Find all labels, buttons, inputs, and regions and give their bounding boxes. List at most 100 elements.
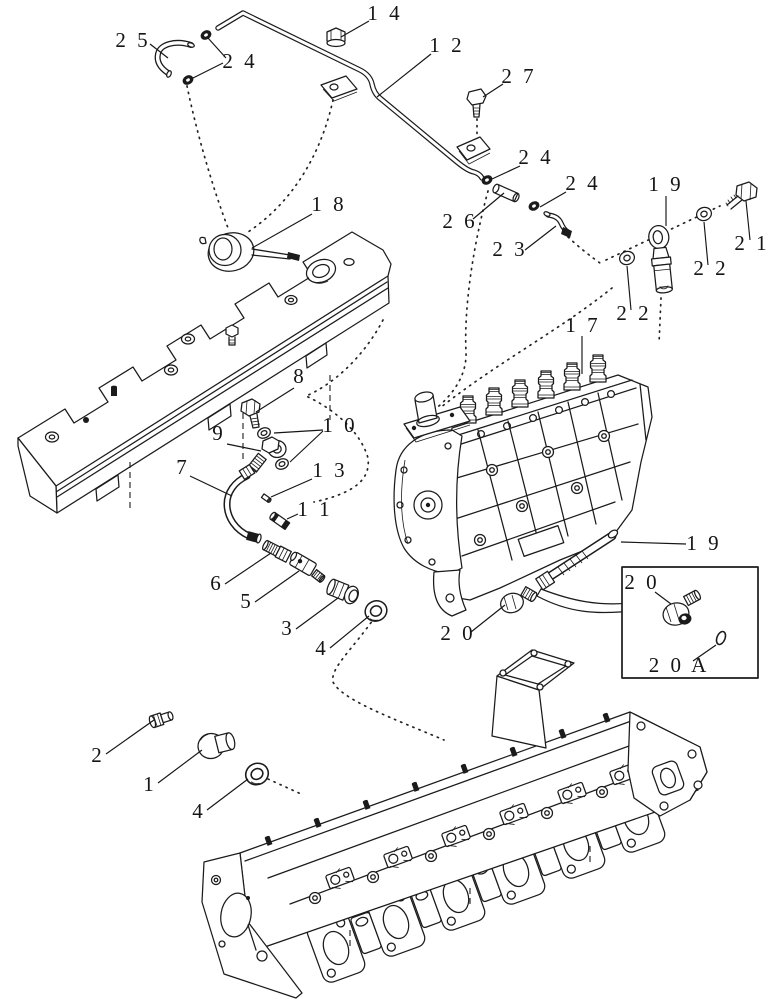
- fuel-hose-7: [223, 463, 262, 544]
- sleeve-26: [492, 183, 520, 203]
- part-label-22l: 2 2: [616, 265, 651, 325]
- part-number-12: 1 2: [429, 33, 464, 57]
- sealing-washer-22-right: [695, 206, 713, 222]
- pump-drive-shaft: [403, 391, 471, 443]
- part-number-14: 1 4: [367, 1, 402, 25]
- plug-fitting-3: [326, 578, 359, 605]
- banjo-bolt-21: [725, 181, 758, 210]
- part-number-24c: 2 4: [518, 145, 553, 169]
- part-label-25: 2 5: [115, 28, 169, 59]
- part-label-24d: 2 4: [539, 171, 600, 208]
- hex-plug-2: [148, 711, 174, 729]
- actuator-18: [199, 232, 300, 272]
- part-number-21: 2 1: [734, 231, 768, 255]
- grommet-24-a: [199, 28, 213, 42]
- part-label-20: 2 0: [440, 604, 506, 645]
- part-label-22r: 2 2: [693, 221, 728, 280]
- o-ring-4-mid: [364, 600, 388, 622]
- part-number-24a: 2 4: [222, 49, 257, 73]
- part-label-10: 1 0: [273, 413, 357, 463]
- bracket-rear: [456, 136, 491, 165]
- part-label-1: 1: [143, 749, 203, 796]
- cup-plug-1: [197, 732, 236, 760]
- threaded-nipple-6: [262, 539, 292, 563]
- valve-cover: [17, 231, 392, 514]
- part-label-19b: 1 9: [620, 531, 721, 555]
- part-label-7: 7: [176, 455, 233, 497]
- inset-o-ring-20a: [715, 630, 727, 646]
- part-number-22l: 2 2: [616, 301, 651, 325]
- part-label-3: 3: [281, 597, 339, 640]
- part-label-20i: 2 0: [624, 570, 672, 605]
- part-label-11: 1 1: [286, 497, 330, 521]
- inset-box: [621, 566, 759, 679]
- elbow-fitting-23: [543, 211, 572, 238]
- part-label-4b: 4: [192, 778, 249, 823]
- part-number-22r: 2 2: [693, 256, 728, 280]
- flange-nut-14: [326, 27, 346, 48]
- banjo-bolt-8: [240, 398, 261, 429]
- part-number-20a: 2 0 A: [649, 653, 710, 677]
- part-label-23: 2 3: [492, 225, 557, 261]
- part-number-25: 2 5: [115, 28, 150, 52]
- part-label-8: 8: [255, 364, 307, 413]
- part-number-24d: 2 4: [565, 171, 600, 195]
- part-label-27: 2 7: [482, 64, 536, 98]
- part-number-6: 6: [210, 571, 224, 595]
- part-number-23: 2 3: [492, 237, 527, 261]
- pump-gear-housing: [393, 429, 467, 617]
- part-label-9: 9: [212, 421, 262, 452]
- breather-pipe-12: [215, 10, 485, 181]
- part-label-6: 6: [210, 552, 272, 595]
- mounting-bolt-27: [466, 88, 487, 118]
- part-label-21: 2 1: [734, 200, 768, 255]
- part-number-19b: 1 9: [686, 531, 721, 555]
- inset-fitting-20: [662, 589, 702, 626]
- part-label-26: 2 6: [442, 192, 505, 233]
- elbow-fitting-20: [500, 586, 538, 614]
- part-label-13: 1 3: [270, 458, 347, 498]
- part-label-5: 5: [240, 570, 300, 613]
- part-number-4b: 4: [192, 799, 206, 823]
- banjo-bolt-9: [247, 436, 287, 473]
- part-label-20a: 2 0 A: [649, 644, 717, 677]
- part-number-26: 2 6: [442, 209, 477, 233]
- connector-11: [269, 511, 291, 531]
- part-number-1: 1: [143, 772, 157, 796]
- part-number-9: 9: [212, 421, 226, 445]
- part-label-24a: 2 4: [190, 37, 257, 80]
- part-number-20i: 2 0: [624, 570, 659, 594]
- part-number-10: 1 0: [322, 413, 357, 437]
- grommet-24-b: [181, 73, 195, 87]
- part-label-24c: 2 4: [491, 145, 553, 180]
- injection-pump-17: [393, 354, 653, 617]
- part-number-3: 3: [281, 616, 295, 640]
- part-number-13: 1 3: [312, 458, 347, 482]
- part-number-5: 5: [240, 589, 254, 613]
- part-label-14: 1 4: [340, 1, 402, 38]
- part-label-12: 1 2: [376, 33, 464, 98]
- bracket-front: [320, 75, 358, 102]
- vent-hose-25: [154, 39, 195, 78]
- part-number-17: 1 7: [565, 313, 600, 337]
- part-number-27: 2 7: [501, 64, 536, 88]
- part-label-19: 1 9: [648, 172, 683, 226]
- o-ring-4-bottom: [244, 762, 270, 786]
- washer-10-b: [273, 456, 291, 472]
- part-number-8: 8: [293, 364, 307, 388]
- part-label-4m: 4: [315, 615, 370, 660]
- pin-13: [260, 493, 272, 503]
- part-label-2: 2: [91, 719, 155, 767]
- part-number-19: 1 9: [648, 172, 683, 196]
- part-number-7: 7: [176, 455, 190, 479]
- cylinder-head: [201, 649, 708, 999]
- part-number-2: 2: [91, 743, 105, 767]
- part-labels: 2 52 41 41 22 72 42 62 42 31 92 12 22 21…: [91, 1, 768, 823]
- part-number-20: 2 0: [440, 621, 475, 645]
- grommet-24-d: [527, 199, 541, 213]
- part-number-4m: 4: [315, 636, 329, 660]
- part-label-17: 1 7: [565, 313, 600, 374]
- part-label-18: 1 8: [251, 192, 344, 249]
- elbow-fitting-5: [289, 551, 326, 583]
